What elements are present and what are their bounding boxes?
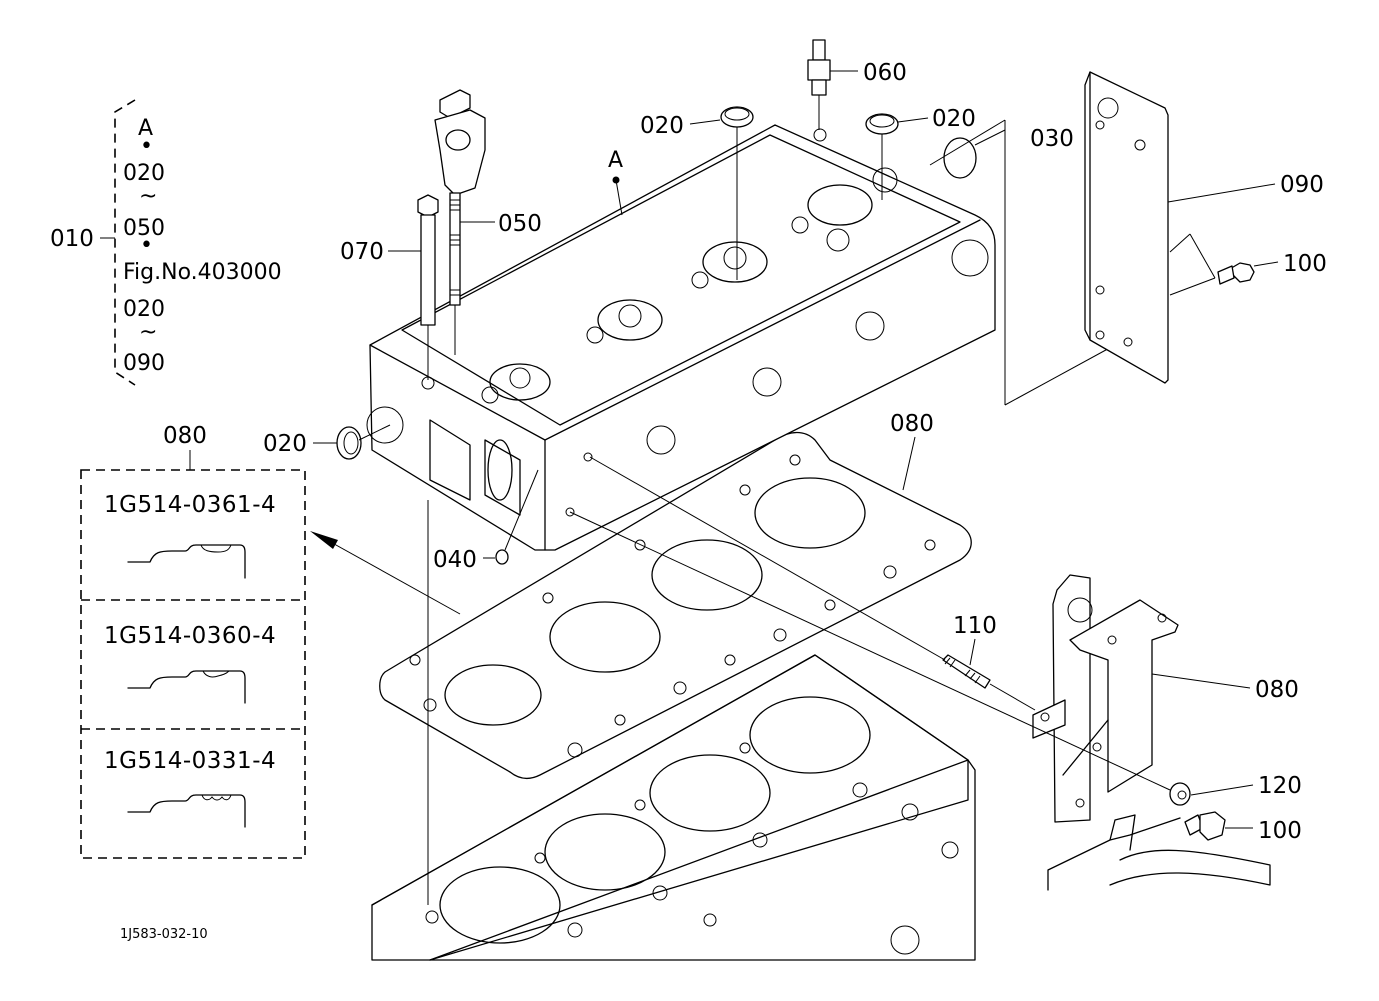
bolt-100-upper: 100 bbox=[1217, 251, 1327, 285]
part-number: 1G514-0361-4 bbox=[104, 492, 276, 518]
block-bores bbox=[439, 696, 871, 944]
plug-030: 030 bbox=[929, 119, 1116, 406]
head-side-features bbox=[366, 239, 989, 517]
head-gasket: 080 bbox=[379, 411, 972, 780]
plate-ref-line bbox=[1004, 344, 1116, 406]
callout-100[interactable]: 100 bbox=[1283, 251, 1327, 277]
gasket-variant[interactable]: 1G514-0331-4 bbox=[104, 748, 276, 828]
stud-ref-line bbox=[589, 456, 946, 661]
leader-095 bbox=[1167, 183, 1276, 203]
bead-shape bbox=[201, 794, 232, 801]
bracket-ref-c bbox=[1169, 277, 1216, 296]
arrow-head-icon bbox=[310, 531, 338, 549]
gasket-profile-icon bbox=[127, 794, 246, 828]
figure-id: 1J583-032-10 bbox=[120, 927, 208, 942]
callout-020[interactable]: 020 bbox=[932, 106, 976, 132]
callout-095[interactable]: 090 bbox=[1280, 172, 1324, 198]
reference-marker-A: A bbox=[608, 148, 623, 173]
callout-050[interactable]: 050 bbox=[498, 211, 542, 237]
leader-090 bbox=[1151, 673, 1251, 689]
variants-frame bbox=[80, 469, 306, 859]
part-number: 1G514-0331-4 bbox=[104, 748, 276, 774]
leader-100 bbox=[1253, 261, 1279, 267]
callout-010[interactable]: 010 bbox=[50, 226, 94, 252]
group-line-5: 050 bbox=[123, 216, 165, 241]
callout-080[interactable]: 080 bbox=[890, 411, 934, 437]
leader-020 bbox=[897, 117, 929, 123]
plug-040: 040 bbox=[433, 469, 539, 573]
group-line-2: • bbox=[140, 134, 153, 159]
block-holes bbox=[425, 742, 959, 955]
bead-shape bbox=[202, 670, 230, 678]
group-bracket bbox=[114, 99, 136, 386]
stud-axis-line bbox=[989, 683, 1036, 711]
gasket-holes bbox=[409, 454, 936, 758]
nut-120: 120 bbox=[569, 511, 1302, 806]
callout-080-box[interactable]: 080 bbox=[163, 423, 207, 449]
stud-110: 110 bbox=[589, 456, 1036, 711]
sensor-060: 060 bbox=[807, 39, 907, 130]
seal-020-top-left: 020 bbox=[640, 106, 754, 280]
callout-120[interactable]: 120 bbox=[1258, 773, 1302, 799]
plate-095: 090 bbox=[1084, 71, 1324, 384]
reference-leader bbox=[615, 179, 623, 216]
gasket-variant[interactable]: 1G514-0361-4 bbox=[104, 492, 276, 579]
part-number: 1G514-0360-4 bbox=[104, 623, 276, 649]
stud-050: 050 bbox=[449, 192, 542, 355]
seal-020-side: 020 bbox=[263, 424, 391, 460]
bracket-ref-a bbox=[1169, 233, 1191, 253]
leader-110 bbox=[969, 638, 976, 666]
bracket-090: 080 bbox=[1032, 574, 1299, 823]
rocker-bracket bbox=[434, 89, 486, 196]
bead-shape bbox=[200, 544, 232, 553]
callout-090[interactable]: 080 bbox=[1255, 677, 1299, 703]
leader-120 bbox=[1190, 784, 1254, 796]
leader-020 bbox=[689, 119, 721, 125]
leader-080 bbox=[902, 436, 916, 491]
callout-060[interactable]: 060 bbox=[863, 60, 907, 86]
leader-030-a bbox=[974, 129, 1006, 146]
seal-axis-line bbox=[358, 424, 391, 441]
gasket-variants-box: 080 1G514-0361-4 1G514-0360-4 1G514-0331… bbox=[80, 423, 461, 859]
cylinder-head: A bbox=[366, 124, 996, 551]
group-line-4: ~ bbox=[139, 184, 157, 209]
callout-100[interactable]: 100 bbox=[1258, 818, 1302, 844]
cylinder-block bbox=[371, 654, 976, 961]
callout-040[interactable]: 040 bbox=[433, 547, 477, 573]
bracket-ref-b bbox=[1189, 233, 1216, 279]
seal-020-top-right: 020 bbox=[865, 106, 976, 200]
group-line-8: 020 bbox=[123, 297, 165, 322]
callout-020[interactable]: 020 bbox=[640, 113, 684, 139]
callout-110[interactable]: 110 bbox=[953, 613, 997, 639]
plug-axis-line bbox=[504, 469, 539, 551]
gasket-profile-icon bbox=[127, 670, 246, 704]
nut-ref-line bbox=[569, 511, 1171, 791]
head-ports bbox=[421, 128, 898, 404]
group-line-6: • bbox=[140, 233, 153, 258]
bolt-100-lower: 100 bbox=[1047, 811, 1302, 891]
gasket-profile-icon bbox=[127, 544, 246, 579]
head-bolt-070: 070 bbox=[340, 194, 439, 380]
group-line-1: A bbox=[138, 116, 153, 141]
callout-070[interactable]: 070 bbox=[340, 239, 384, 265]
callout-030[interactable]: 030 bbox=[1030, 126, 1074, 152]
gasket-variant[interactable]: 1G514-0360-4 bbox=[104, 623, 276, 704]
plug-axis-line bbox=[929, 119, 1006, 166]
group-line-3: 020 bbox=[123, 161, 165, 186]
group-line-7: Fig.No.403000 bbox=[123, 260, 282, 285]
assembly-group-010: 010 A • 020 ~ 050 • Fig.No.403000 020 ~ … bbox=[50, 99, 282, 386]
callout-020[interactable]: 020 bbox=[263, 431, 307, 457]
reference-arrow-line bbox=[317, 534, 461, 615]
group-line-10: 090 bbox=[123, 351, 165, 376]
group-line-9: ~ bbox=[139, 320, 157, 345]
